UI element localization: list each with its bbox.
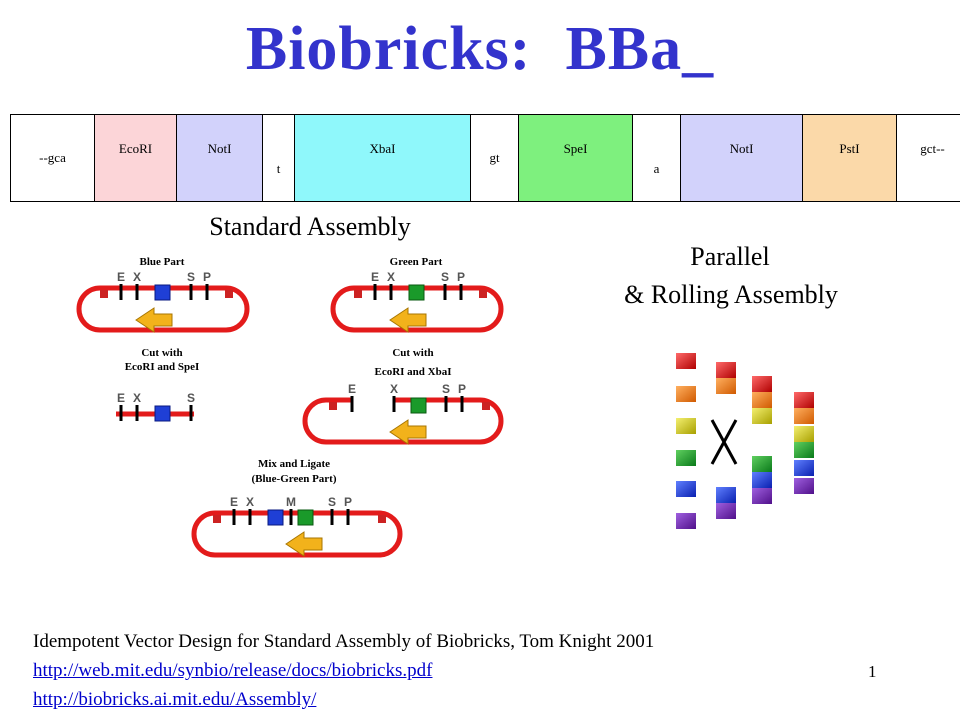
selection-arrow-icon bbox=[285, 531, 323, 557]
red-marker-icon bbox=[213, 515, 221, 523]
svg-text:E: E bbox=[117, 391, 125, 405]
red-marker-icon bbox=[225, 290, 233, 298]
svg-text:X: X bbox=[133, 391, 141, 405]
red-block-icon bbox=[794, 392, 814, 408]
purple-block-icon bbox=[794, 478, 814, 494]
yellow-block-icon bbox=[752, 408, 772, 424]
seq-cell-psti: PstI bbox=[802, 114, 897, 202]
slide-title: Biobricks: BBa_ bbox=[0, 14, 960, 85]
green-part-icon bbox=[410, 397, 427, 414]
seq-cell-a: a bbox=[632, 114, 681, 202]
blue-block-icon bbox=[752, 472, 772, 488]
seq-cell-xbai: XbaI bbox=[294, 114, 471, 202]
svg-text:Mix and Ligate: Mix and Ligate bbox=[258, 458, 330, 470]
assembly-link[interactable]: http://biobricks.ai.mit.edu/Assembly/ bbox=[33, 689, 317, 710]
red-marker-icon bbox=[378, 515, 386, 523]
mix-and-ligate: Mix and Ligate (Blue-Green Part) E X M S… bbox=[191, 458, 403, 558]
blue-part-icon bbox=[154, 284, 171, 301]
svg-text:Cut with: Cut with bbox=[141, 347, 182, 359]
standard-assembly-label: Standard Assembly bbox=[209, 212, 411, 241]
svg-text:Cut with: Cut with bbox=[392, 347, 433, 359]
orange-block-icon bbox=[716, 378, 736, 394]
seq-cell-noti-right: NotI bbox=[680, 114, 803, 202]
orange-block-icon bbox=[794, 408, 814, 424]
red-marker-icon bbox=[482, 402, 490, 410]
green-block-icon bbox=[752, 456, 772, 472]
cross-icon bbox=[710, 419, 738, 465]
yellow-block-icon bbox=[676, 418, 696, 434]
svg-text:E: E bbox=[371, 270, 379, 284]
svg-text:E: E bbox=[117, 270, 125, 284]
svg-text:E: E bbox=[230, 495, 238, 509]
green-part-plasmid: Green Part E X S P bbox=[330, 256, 504, 333]
seq-cell-t: t bbox=[262, 114, 295, 202]
seq-cell-noti-left: NotI bbox=[176, 114, 263, 202]
svg-text:(Blue-Green Part): (Blue-Green Part) bbox=[251, 473, 336, 485]
parallel-blocks bbox=[676, 353, 814, 529]
svg-text:X: X bbox=[246, 495, 254, 509]
svg-text:S: S bbox=[187, 270, 195, 284]
svg-text:S: S bbox=[187, 391, 195, 405]
yellow-block-icon bbox=[794, 426, 814, 442]
svg-text:EcoRI and XbaI: EcoRI and XbaI bbox=[374, 366, 451, 378]
svg-text:S: S bbox=[328, 495, 336, 509]
seq-cell-gt: gt bbox=[470, 114, 519, 202]
red-block-icon bbox=[716, 362, 736, 378]
orange-block-icon bbox=[676, 386, 696, 402]
svg-text:EcoRI and SpeI: EcoRI and SpeI bbox=[125, 361, 200, 373]
svg-text:E: E bbox=[348, 382, 356, 396]
biobricks-pdf-link[interactable]: http://web.mit.edu/synbio/release/docs/b… bbox=[33, 660, 433, 681]
seq-cell-ecori: EcoRI bbox=[94, 114, 177, 202]
seq-cell-gca: --gca bbox=[10, 114, 95, 202]
seq-cell-spei: SpeI bbox=[518, 114, 633, 202]
parallel-label-line2: & Rolling Assembly bbox=[624, 280, 838, 309]
svg-text:P: P bbox=[203, 270, 211, 284]
blue-part-label: Blue Part bbox=[140, 256, 185, 268]
red-marker-icon bbox=[479, 290, 487, 298]
blue-block-icon bbox=[676, 481, 696, 497]
red-block-icon bbox=[676, 353, 696, 369]
green-part-icon bbox=[408, 284, 425, 301]
parallel-label-line1: Parallel bbox=[690, 242, 770, 271]
svg-text:X: X bbox=[387, 270, 395, 284]
red-marker-icon bbox=[354, 290, 362, 298]
title-right: BBa_ bbox=[565, 15, 715, 83]
svg-text:P: P bbox=[457, 270, 465, 284]
title-left: Biobricks: bbox=[245, 15, 532, 83]
blue-part-icon bbox=[154, 405, 171, 422]
svg-text:X: X bbox=[390, 382, 398, 396]
green-part-icon bbox=[297, 509, 314, 526]
svg-text:S: S bbox=[442, 382, 450, 396]
red-block-icon bbox=[752, 376, 772, 392]
page-number: 1 bbox=[868, 662, 877, 681]
purple-block-icon bbox=[676, 513, 696, 529]
svg-text:P: P bbox=[458, 382, 466, 396]
cut-ecori-spei: Cut with EcoRI and SpeI E X S bbox=[116, 347, 200, 422]
seq-cell-gct: gct-- bbox=[896, 114, 960, 202]
purple-block-icon bbox=[752, 488, 772, 504]
blue-part-icon bbox=[267, 509, 284, 526]
svg-text:X: X bbox=[133, 270, 141, 284]
citation: Idempotent Vector Design for Standard As… bbox=[33, 631, 655, 652]
purple-block-icon bbox=[716, 503, 736, 519]
green-block-icon bbox=[794, 442, 814, 458]
blue-block-icon bbox=[716, 487, 736, 503]
green-part-label: Green Part bbox=[390, 256, 443, 268]
svg-text:P: P bbox=[344, 495, 352, 509]
blue-block-icon bbox=[794, 460, 814, 476]
red-marker-icon bbox=[100, 290, 108, 298]
sequence-table: --gca EcoRI NotI t XbaI gt SpeI a NotI P… bbox=[10, 114, 960, 202]
svg-text:M: M bbox=[286, 495, 296, 509]
blue-part-plasmid: Blue Part E X S P bbox=[76, 256, 250, 333]
cut-ecori-xbai: Cut with EcoRI and XbaI E X S P bbox=[302, 347, 504, 445]
green-block-icon bbox=[676, 450, 696, 466]
red-marker-icon bbox=[329, 402, 337, 410]
svg-text:S: S bbox=[441, 270, 449, 284]
orange-block-icon bbox=[752, 392, 772, 408]
